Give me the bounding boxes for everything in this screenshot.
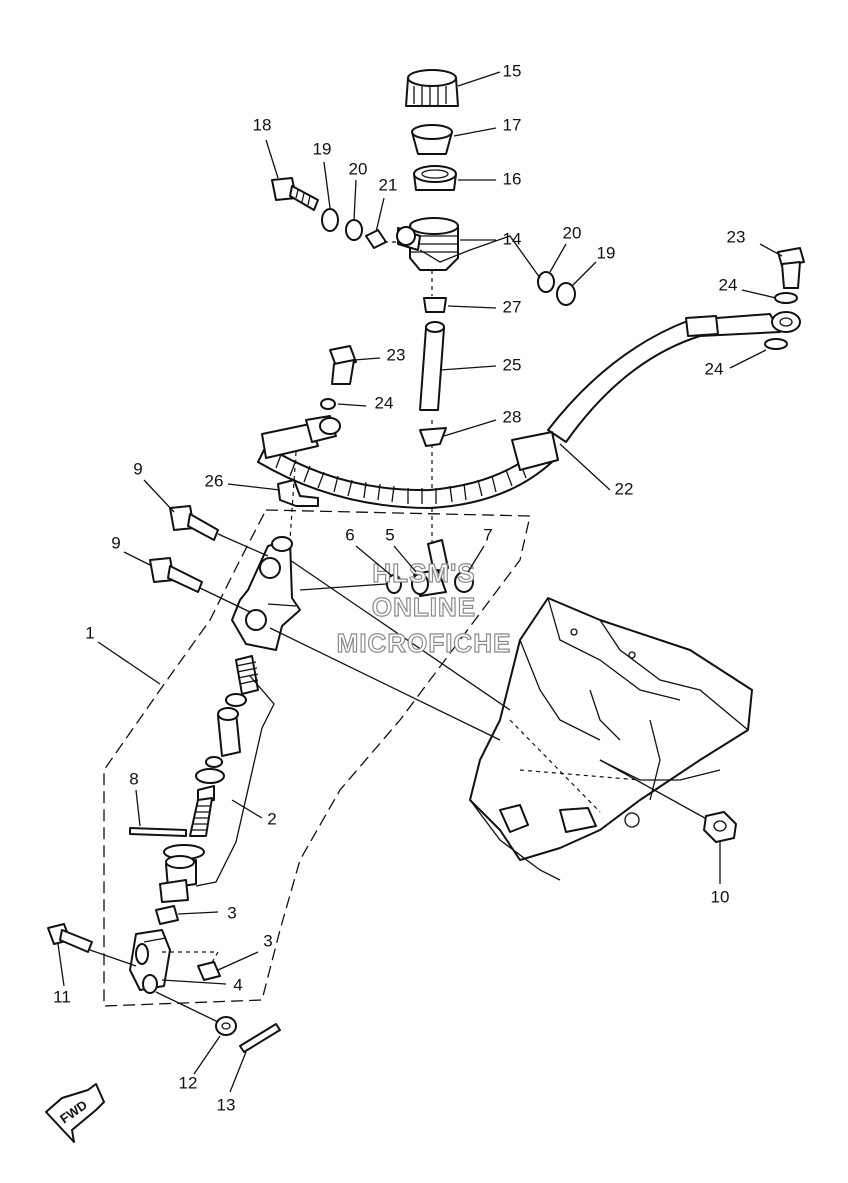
reservoir-cap-15 [405, 69, 459, 107]
union-bolt-23-right [777, 247, 805, 289]
callout-20-right: 20 [563, 223, 582, 242]
nut-3-upper [155, 905, 179, 925]
collar-21 [365, 229, 387, 249]
watermark-line-2: ONLINE [372, 592, 476, 622]
diaphragm-plate-16 [413, 165, 457, 191]
master-cylinder-body [231, 536, 301, 651]
callout-9-upper: 9 [133, 459, 142, 478]
clevis-4 [129, 929, 171, 994]
callout-24-left: 24 [375, 393, 394, 412]
washer-24-lower-right [764, 338, 788, 350]
callout-3-lower: 3 [263, 931, 272, 950]
leader-lines [57, 71, 783, 1093]
union-bolt-23-left [329, 345, 357, 385]
forward-arrow: FWD [45, 1083, 105, 1143]
washer-12 [215, 1016, 237, 1036]
mounting-bolt-9-upper [169, 505, 219, 541]
hose-clip-28 [419, 427, 447, 447]
callout-19-right: 19 [597, 243, 616, 262]
callout-23-left: 23 [387, 345, 406, 364]
cotter-pin-13 [239, 1023, 281, 1053]
o-ring-6 [386, 574, 402, 594]
callout-2: 2 [267, 809, 276, 828]
washer-19-right [556, 282, 576, 306]
callout-5: 5 [385, 525, 394, 544]
callout-15: 15 [503, 61, 522, 80]
brake-hose-22 [547, 311, 801, 443]
mounting-bolt-9-lower [149, 557, 203, 593]
reservoir-hose [419, 321, 445, 545]
callout-20-left: 20 [349, 159, 368, 178]
hose-clip-27 [423, 297, 447, 313]
washer-24-upper-right [774, 292, 798, 304]
hose-joint-5 [411, 539, 449, 597]
callout-12: 12 [179, 1073, 198, 1092]
washer-20-left [345, 219, 363, 241]
cotter-pin-8 [129, 827, 187, 837]
circlip-7 [454, 571, 474, 593]
callout-1: 1 [85, 623, 94, 642]
callout-25: 25 [503, 355, 522, 374]
callout-24-upper-right: 24 [719, 275, 738, 294]
push-rod-assembly [159, 655, 259, 903]
master-cylinder-assembly-outline [103, 509, 531, 1007]
callout-9-lower: 9 [111, 533, 120, 552]
callout-13: 13 [217, 1095, 236, 1114]
callout-3-upper: 3 [227, 903, 236, 922]
callout-4: 4 [233, 975, 242, 994]
corrugated-hose [257, 415, 559, 509]
nut-3-lower [197, 961, 221, 981]
callout-7: 7 [483, 525, 492, 544]
callout-18: 18 [253, 115, 272, 134]
washer-24-left [320, 398, 336, 410]
watermark-line-3: MICROFICHE [337, 628, 512, 658]
callout-14: 14 [503, 229, 522, 248]
callout-23-right: 23 [727, 227, 746, 246]
hose-clamp-26 [277, 479, 319, 507]
callout-28: 28 [503, 407, 522, 426]
callout-17: 17 [503, 115, 522, 134]
callout-19-left: 19 [313, 139, 332, 158]
clevis-pin-11 [47, 923, 137, 967]
callout-24-lower-right: 24 [705, 359, 724, 378]
frame-assembly [469, 597, 753, 881]
callout-22: 22 [615, 479, 634, 498]
callout-labels: 1 2 3 3 4 5 6 7 8 9 9 10 11 12 13 14 15 … [53, 61, 745, 1114]
callout-11: 11 [53, 987, 71, 1006]
callout-26: 26 [205, 471, 224, 490]
washer-20-right [537, 271, 555, 293]
callout-21: 21 [379, 175, 398, 194]
callout-6: 6 [345, 525, 354, 544]
watermark-line-1: HLSM'S [372, 558, 475, 588]
washer-19-left [321, 208, 339, 232]
callout-16: 16 [503, 169, 522, 188]
reservoir-14 [396, 217, 459, 296]
nut-10 [703, 811, 737, 843]
watermark: HLSM'S ONLINE MICROFICHE [336, 557, 512, 658]
diaphragm-17 [411, 124, 453, 155]
callout-10: 10 [711, 887, 730, 906]
callout-8: 8 [129, 769, 138, 788]
callout-27: 27 [503, 297, 522, 316]
bolt-18 [271, 177, 319, 211]
